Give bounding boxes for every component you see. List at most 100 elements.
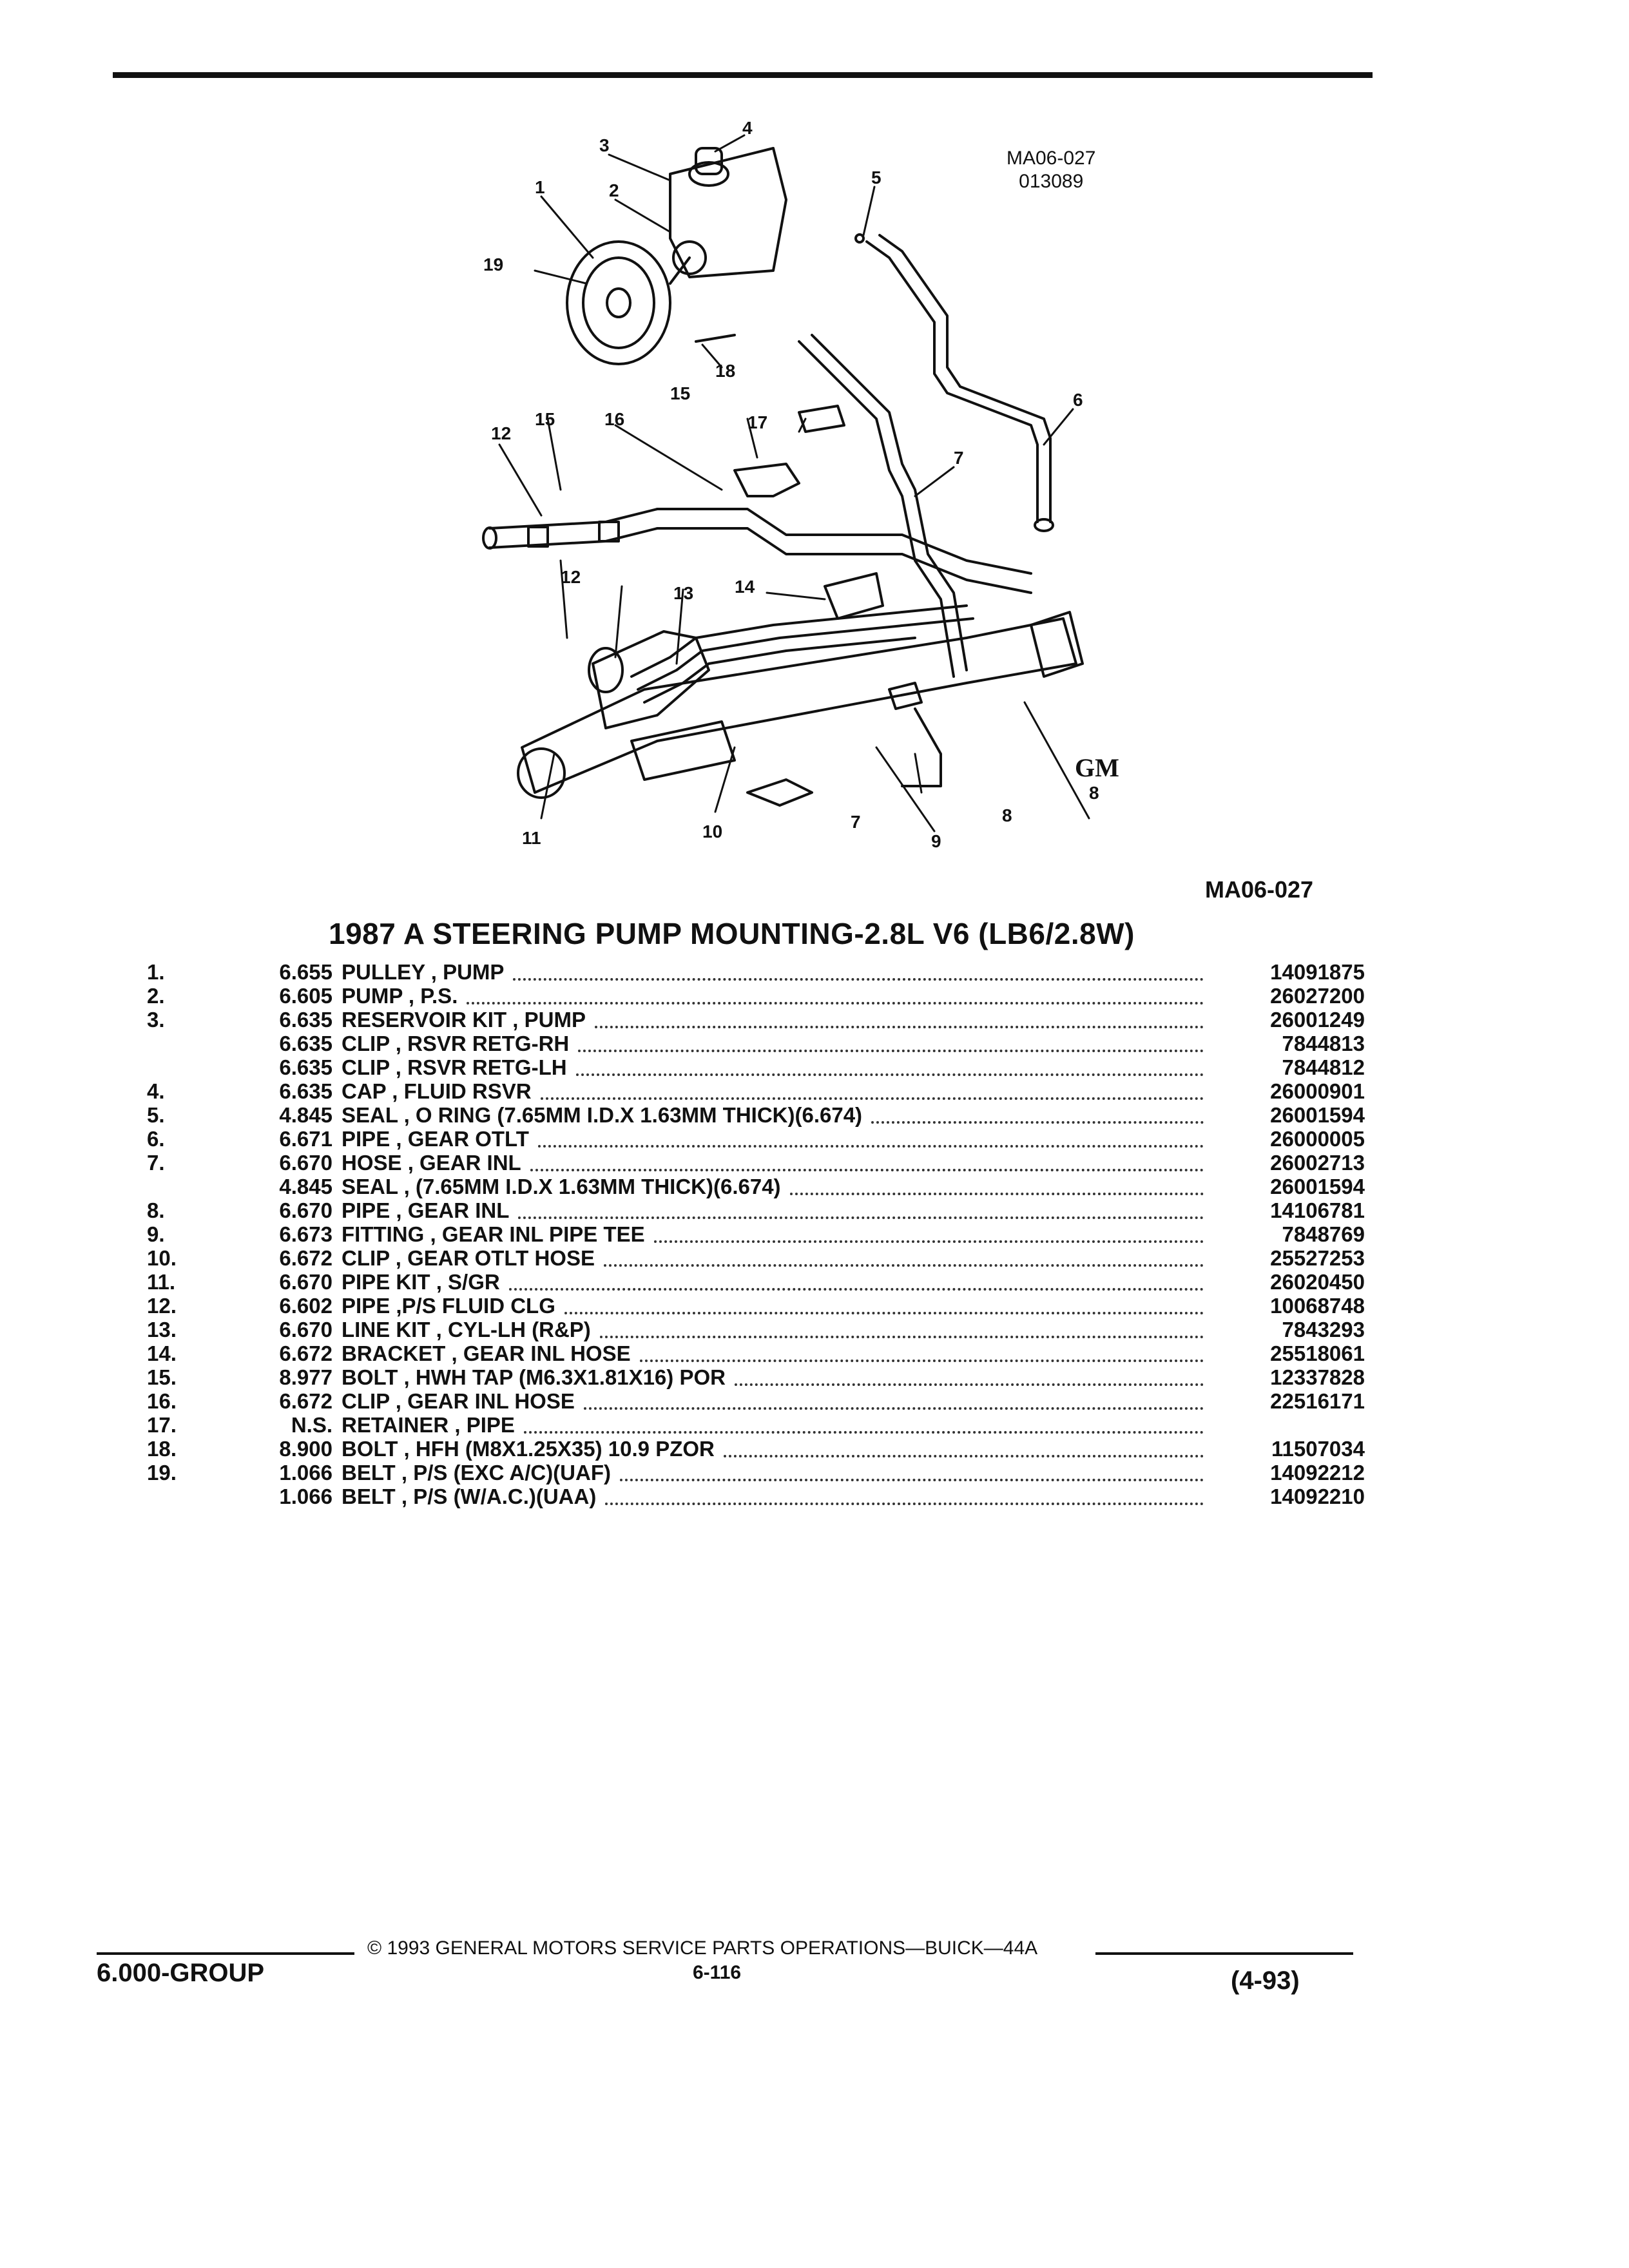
part-group: 6.635 (279, 1008, 333, 1032)
part-description: PIPE ,P/S FLUID CLG (342, 1294, 555, 1318)
leader-dots (538, 1141, 1204, 1148)
part-description: RETAINER , PIPE (342, 1413, 515, 1437)
cooler-pipe-12 (482, 508, 1032, 594)
callout-13: 13 (673, 583, 693, 603)
clip-16 (733, 463, 800, 497)
part-description: CAP , FLUID RSVR (342, 1079, 532, 1103)
diamond-tag (746, 778, 813, 807)
seal-5 (854, 233, 865, 244)
callout-19: 19 (483, 255, 503, 274)
part-number: 25527253 (1270, 1246, 1365, 1270)
steering-gear (517, 611, 1084, 799)
leader-dots (871, 1117, 1204, 1124)
leader-dots (724, 1451, 1204, 1457)
leader-dots (509, 1284, 1204, 1291)
callout-leaders (498, 134, 1090, 832)
part-ref: 6. (147, 1127, 165, 1151)
part-description: PIPE , GEAR OTLT (342, 1127, 529, 1151)
part-ref: 11. (147, 1270, 176, 1294)
callout-7b: 7 (851, 812, 861, 832)
leader-dots (578, 1046, 1204, 1052)
hose-7 (798, 334, 968, 678)
callout-10: 10 (702, 822, 722, 841)
leader-dots (584, 1403, 1204, 1410)
part-group: 6.602 (279, 1294, 333, 1318)
part-description: HOSE , GEAR INL (342, 1151, 521, 1175)
figure-code: MA06-027 013089 (1007, 147, 1095, 193)
part-ref: 12. (147, 1294, 177, 1318)
callout-12b: 12 (561, 567, 581, 587)
part-description: PULLEY , PUMP (342, 960, 505, 984)
part-description: LINE KIT , CYL-LH (R&P) (342, 1318, 591, 1341)
leader-dots (735, 1379, 1204, 1386)
part-group: 8.900 (279, 1437, 333, 1461)
callout-9: 9 (931, 831, 941, 851)
callout-3: 3 (599, 135, 610, 155)
callout-1: 1 (535, 177, 545, 197)
part-number: 25518061 (1270, 1341, 1365, 1365)
part-ref: 4. (147, 1079, 165, 1103)
leader-dots (576, 1070, 1204, 1076)
leader-dots (530, 1165, 1204, 1171)
part-number: 26001249 (1270, 1008, 1365, 1032)
pipe-6 (865, 234, 1054, 532)
leader-dots (467, 998, 1204, 1004)
page-title: 1987 A STEERING PUMP MOUNTING-2.8L V6 (L… (329, 917, 1135, 950)
part-ref: 16. (147, 1389, 177, 1413)
parts-row: 17.N.S.RETAINER , PIPE (147, 1413, 1365, 1437)
leader-dots (600, 1332, 1204, 1338)
part-description: BELT , P/S (W/A.C.)(UAA) (342, 1485, 597, 1508)
callout-15a: 15 (670, 383, 690, 403)
footer-rule-right (1095, 1952, 1353, 1955)
part-number: 26001594 (1270, 1103, 1365, 1127)
part-description: PIPE KIT , S/GR (342, 1270, 500, 1294)
part-number: 14092212 (1270, 1461, 1365, 1485)
part-group: 6.635 (279, 1079, 333, 1103)
leader-dots (654, 1236, 1204, 1243)
part-number: 7844812 (1282, 1055, 1365, 1079)
leader-dots (564, 1308, 1204, 1314)
leader-dots (513, 974, 1204, 981)
part-ref: 14. (147, 1341, 177, 1365)
top-rule (113, 72, 1373, 78)
part-ref: 13. (147, 1318, 177, 1341)
callout-11: 11 (522, 828, 541, 848)
part-ref: 8. (147, 1198, 165, 1222)
diagram-drawing: 1 2 3 4 5 6 7 7 8 8 9 10 11 12 12 13 14 … (482, 118, 1099, 851)
part-ref: 3. (147, 1008, 165, 1032)
callout-6: 6 (1073, 390, 1083, 410)
part-number: 7844813 (1282, 1032, 1365, 1055)
part-group: 4.845 (279, 1103, 333, 1127)
leader-dots (518, 1213, 1204, 1219)
part-description: BOLT , HWH TAP (M6.3X1.81X16) POR (342, 1365, 726, 1389)
part-number: 26002713 (1270, 1151, 1365, 1175)
part-group: 6.670 (279, 1198, 333, 1222)
part-ref: 17. (147, 1413, 177, 1437)
pulley (566, 240, 691, 365)
part-number: 14092210 (1270, 1485, 1365, 1508)
part-number: 22516171 (1270, 1389, 1365, 1413)
part-description: BRACKET , GEAR INL HOSE (342, 1341, 631, 1365)
figure-id: MA06-027 (1205, 876, 1314, 903)
part-description: SEAL , (7.65MM I.D.X 1.63MM THICK)(6.674… (342, 1175, 781, 1198)
hose-bottom (901, 707, 942, 787)
fitting-9 (888, 682, 923, 710)
part-ref: 15. (147, 1365, 177, 1389)
part-ref: 18. (147, 1437, 177, 1461)
part-group: 1.066 (279, 1485, 333, 1508)
footer-date: (4-93) (1231, 1966, 1300, 1995)
leader-dots (640, 1356, 1204, 1362)
footer-copyright: © 1993 GENERAL MOTORS SERVICE PARTS OPER… (367, 1937, 1038, 1959)
part-group: 6.671 (279, 1127, 333, 1151)
leader-dots (620, 1475, 1204, 1481)
